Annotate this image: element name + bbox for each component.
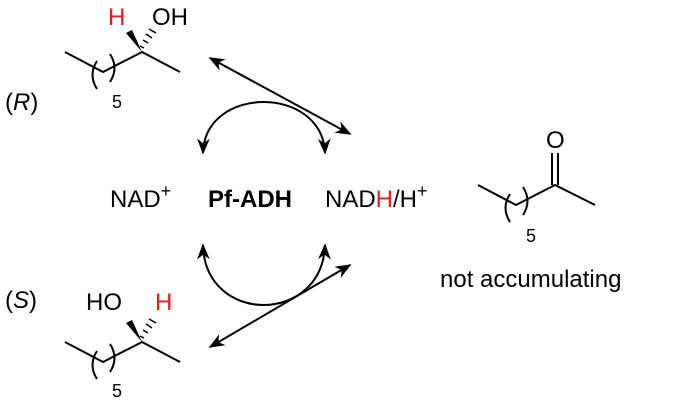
s-ho-group: HO xyxy=(86,289,122,316)
s-equilibrium-arrow xyxy=(208,264,352,348)
s-subscript: 5 xyxy=(112,381,122,400)
r-wedge-bond xyxy=(126,30,142,52)
s-alcohol: (S) HO H 5 xyxy=(5,287,181,400)
r-carbon-chain xyxy=(64,50,181,74)
r-label: (R) xyxy=(5,89,38,116)
s-paren-left xyxy=(91,350,98,380)
r-paren-left xyxy=(91,60,98,90)
ketone-subscript: 5 xyxy=(526,226,536,246)
not-accumulating-caption: not accumulating xyxy=(440,266,621,293)
r-paren-right xyxy=(109,53,116,83)
r-oh-group: OH xyxy=(152,4,188,31)
ketone-paren-left xyxy=(504,193,511,223)
enzyme-label: Pf-ADH xyxy=(208,186,292,213)
nad-plus: NAD+ xyxy=(110,181,171,213)
r-h-atom: H xyxy=(108,4,125,31)
ketone-oxygen: O xyxy=(546,127,565,154)
s-hash-bond xyxy=(139,318,157,339)
r-alcohol: (R) 5 H OH xyxy=(5,4,188,116)
bottom-cofactor-arc-arrow xyxy=(196,243,331,306)
s-label: (S) xyxy=(5,287,37,314)
s-h-atom: H xyxy=(155,289,172,316)
ketone-paren-right xyxy=(522,186,529,216)
top-cofactor-arc-arrow xyxy=(197,101,331,155)
r-subscript: 5 xyxy=(112,92,122,112)
s-wedge-bond xyxy=(126,320,142,342)
r-equilibrium-arrow xyxy=(208,57,352,135)
nadh-h-plus: NADH/H+ xyxy=(325,181,428,213)
ketone-carbon-chain xyxy=(477,183,596,207)
r-hash-bond xyxy=(139,28,157,49)
ketone: O 5 not accumulating xyxy=(440,127,621,293)
s-paren-right xyxy=(109,343,116,373)
s-carbon-chain xyxy=(64,340,181,364)
